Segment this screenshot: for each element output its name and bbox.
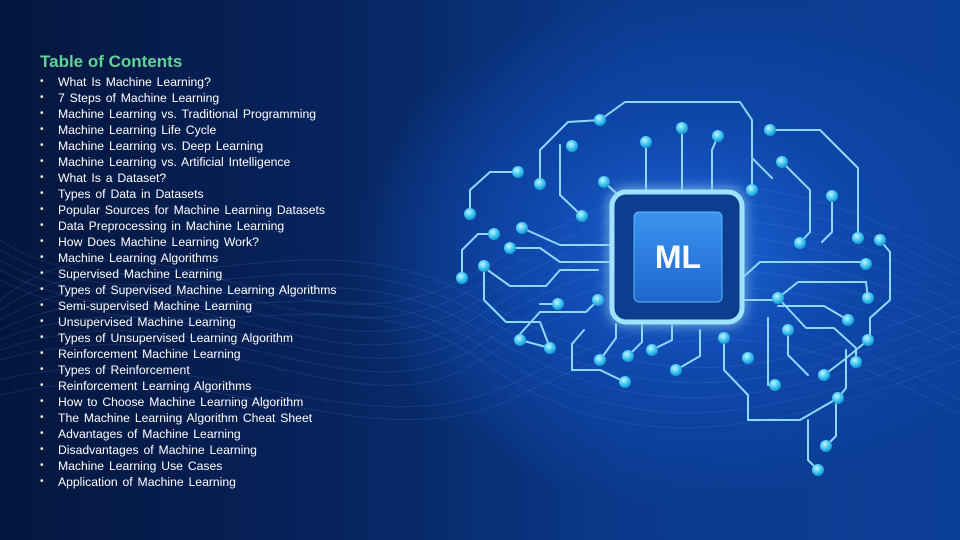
toc-item: • Machine Learning vs. Traditional Progra… xyxy=(40,106,420,122)
toc-item-label: Types of Supervised Machine Learning Alg… xyxy=(58,283,337,297)
bullet-icon: • xyxy=(40,412,44,423)
circuit-traces xyxy=(461,101,891,471)
bullet-icon: • xyxy=(40,140,44,151)
toc-item-label: How to Choose Machine Learning Algorithm xyxy=(58,395,304,409)
toc-item-label: The Machine Learning Algorithm Cheat She… xyxy=(58,411,313,425)
bullet-icon: • xyxy=(40,396,44,407)
bullet-icon: • xyxy=(40,300,44,311)
toc-item-label: 7 Steps of Machine Learning xyxy=(58,91,220,105)
toc-item-label: Machine Learning Use Cases xyxy=(58,459,223,473)
toc-item: • Data Preprocessing in Machine Learning xyxy=(40,218,420,234)
bullet-icon: • xyxy=(40,204,44,215)
bullet-icon: • xyxy=(40,188,44,199)
toc-item: • Reinforcement Learning Algorithms xyxy=(40,378,420,394)
bullet-icon: • xyxy=(40,92,44,103)
toc-item-label: Machine Learning Algorithms xyxy=(58,251,219,265)
toc-item-label: Unsupervised Machine Learning xyxy=(58,315,236,329)
ml-chip: ML xyxy=(609,189,745,325)
bullet-icon: • xyxy=(40,220,44,231)
toc-title: Table of Contents xyxy=(40,52,183,71)
bullet-icon: • xyxy=(40,460,44,471)
toc-item: • The Machine Learning Algorithm Cheat Sh… xyxy=(40,410,420,426)
toc-item-label: Machine Learning vs. Deep Learning xyxy=(58,139,264,153)
bullet-icon: • xyxy=(40,236,44,247)
toc-item-label: Machine Learning vs. Traditional Program… xyxy=(58,107,316,121)
bullet-icon: • xyxy=(40,444,44,455)
toc-item-label: Data Preprocessing in Machine Learning xyxy=(58,219,285,233)
toc-item: • Disadvantages of Machine Learning xyxy=(40,442,420,458)
toc-item: • Popular Sources for Machine Learning Da… xyxy=(40,202,420,218)
toc-list: • What Is Machine Learning? • 7 Steps of Ma… xyxy=(40,74,420,490)
toc-item: • Unsupervised Machine Learning xyxy=(40,314,420,330)
toc-item-label: Reinforcement Learning Algorithms xyxy=(58,379,252,393)
toc-item-label: What Is Machine Learning? xyxy=(58,75,211,89)
toc-item-label: Machine Learning vs. Artificial Intellig… xyxy=(58,155,291,169)
toc-item-label: Types of Data in Datasets xyxy=(58,187,204,201)
toc-item-label: Types of Reinforcement xyxy=(58,363,190,377)
toc-item: • Machine Learning Use Cases xyxy=(40,458,420,474)
circuit-nodes xyxy=(456,114,886,476)
toc-item: • Types of Unsupervised Learning Algorith… xyxy=(40,330,420,346)
toc-item: • Machine Learning Life Cycle xyxy=(40,122,420,138)
toc-item: • Types of Reinforcement xyxy=(40,362,420,378)
toc-item: • What Is a Dataset? xyxy=(40,170,420,186)
bullet-icon: • xyxy=(40,316,44,327)
bullet-icon: • xyxy=(40,348,44,359)
toc-item: • How to Choose Machine Learning Algorith… xyxy=(40,394,420,410)
toc-item-label: What Is a Dataset? xyxy=(58,171,167,185)
toc-item: • Types of Data in Datasets xyxy=(40,186,420,202)
table-of-contents: Table of Contents • What Is Machine Learn… xyxy=(40,52,420,490)
bullet-icon: • xyxy=(40,428,44,439)
toc-item: • Machine Learning vs. Deep Learning xyxy=(40,138,420,154)
toc-item: • Machine Learning Algorithms xyxy=(40,250,420,266)
toc-item: • Application of Machine Learning xyxy=(40,474,420,490)
toc-item-label: Application of Machine Learning xyxy=(58,475,236,489)
bullet-icon: • xyxy=(40,172,44,183)
toc-item-label: Supervised Machine Learning xyxy=(58,267,223,281)
toc-item: • Semi-supervised Machine Learning xyxy=(40,298,420,314)
toc-item-label: How Does Machine Learning Work? xyxy=(58,235,259,249)
bullet-icon: • xyxy=(40,76,44,87)
toc-item-label: Reinforcement Machine Learning xyxy=(58,347,241,361)
bullet-icon: • xyxy=(40,380,44,391)
bullet-icon: • xyxy=(40,124,44,135)
toc-item: • Types of Supervised Machine Learning Al… xyxy=(40,282,420,298)
toc-item: • Advantages of Machine Learning xyxy=(40,426,420,442)
toc-item: • Machine Learning vs. Artificial Intelli… xyxy=(40,154,420,170)
bullet-icon: • xyxy=(40,332,44,343)
toc-item: • What Is Machine Learning? xyxy=(40,74,420,90)
toc-item-label: Popular Sources for Machine Learning Dat… xyxy=(58,203,325,217)
bullet-icon: • xyxy=(40,364,44,375)
toc-item-label: Machine Learning Life Cycle xyxy=(58,123,217,137)
toc-item-label: Advantages of Machine Learning xyxy=(58,427,241,441)
toc-item: • Supervised Machine Learning xyxy=(40,266,420,282)
bullet-icon: • xyxy=(40,252,44,263)
bullet-icon: • xyxy=(40,284,44,295)
toc-item-label: Types of Unsupervised Learning Algorithm xyxy=(58,331,293,345)
toc-item: • Reinforcement Machine Learning xyxy=(40,346,420,362)
toc-item: • 7 Steps of Machine Learning xyxy=(40,90,420,106)
toc-item: • How Does Machine Learning Work? xyxy=(40,234,420,250)
bullet-icon: • xyxy=(40,476,44,487)
bullet-icon: • xyxy=(40,268,44,279)
bullet-icon: • xyxy=(40,156,44,167)
toc-item-label: Semi-supervised Machine Learning xyxy=(58,299,253,313)
toc-item-label: Disadvantages of Machine Learning xyxy=(58,443,257,457)
chip-label: ML xyxy=(655,239,701,275)
bullet-icon: • xyxy=(40,108,44,119)
